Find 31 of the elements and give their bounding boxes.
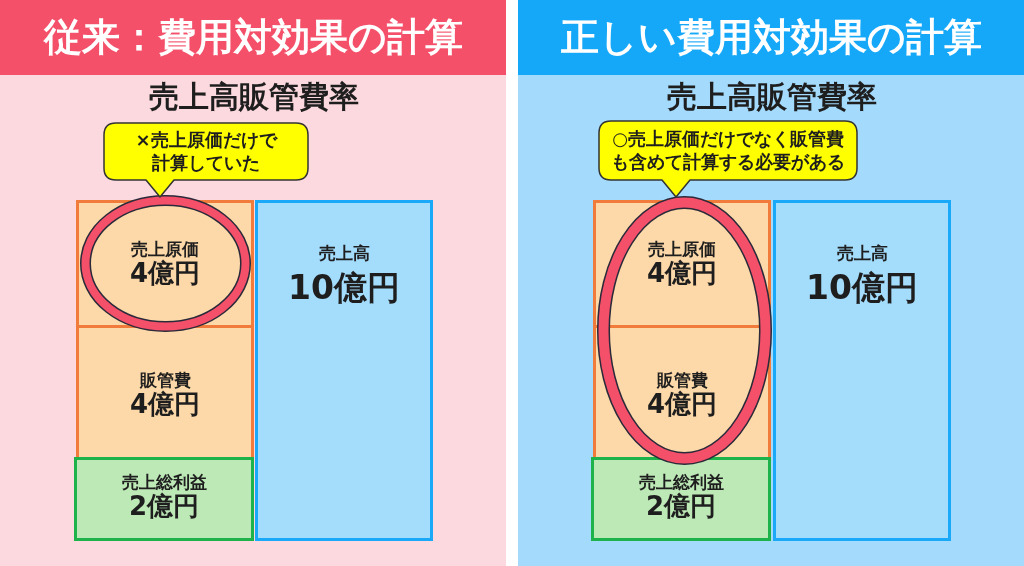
chart-heading: 売上高販管費率 [667,80,877,115]
bar-segment [76,328,254,457]
amount-value: 2億円 [645,492,717,523]
speech-bubble [598,120,858,198]
title-banner: 従来：費用対効果の計算 [0,0,506,75]
bar-label: 売上高 [318,243,370,264]
segment-label: 売上総利益 [121,472,207,492]
bar [773,200,951,541]
amount-value: 4億円 [646,259,718,290]
segment-label: 販管費 [139,370,191,390]
bar-segment [74,457,254,541]
callout-text: ○売上原価だけでなく販管費も含めて計算する必要がある [610,126,846,174]
bar-segment [591,457,771,541]
amount-value: 4億円 [129,390,201,421]
segment-label: 売上原価 [648,239,716,259]
amount-value: 10億円 [288,269,400,308]
amount-value: 4億円 [646,390,718,421]
title-banner: 正しい費用対効果の計算 [518,0,1024,75]
bar-label: 売上高 [836,243,888,264]
amount-value: 10億円 [806,269,918,308]
bar [255,200,433,541]
segment-label: 販管費 [656,370,708,390]
comparison-panel [518,0,1024,566]
segment-label: 売上総利益 [638,472,724,492]
amount-value: 4億円 [129,259,201,290]
comparison-panel [0,0,506,566]
callout-text: ×売上原価だけで計算していた [134,127,279,175]
segment-label: 売上原価 [131,239,199,259]
amount-value: 2億円 [128,492,200,523]
speech-bubble [103,122,309,198]
chart-heading: 売上高販管費率 [149,80,359,115]
